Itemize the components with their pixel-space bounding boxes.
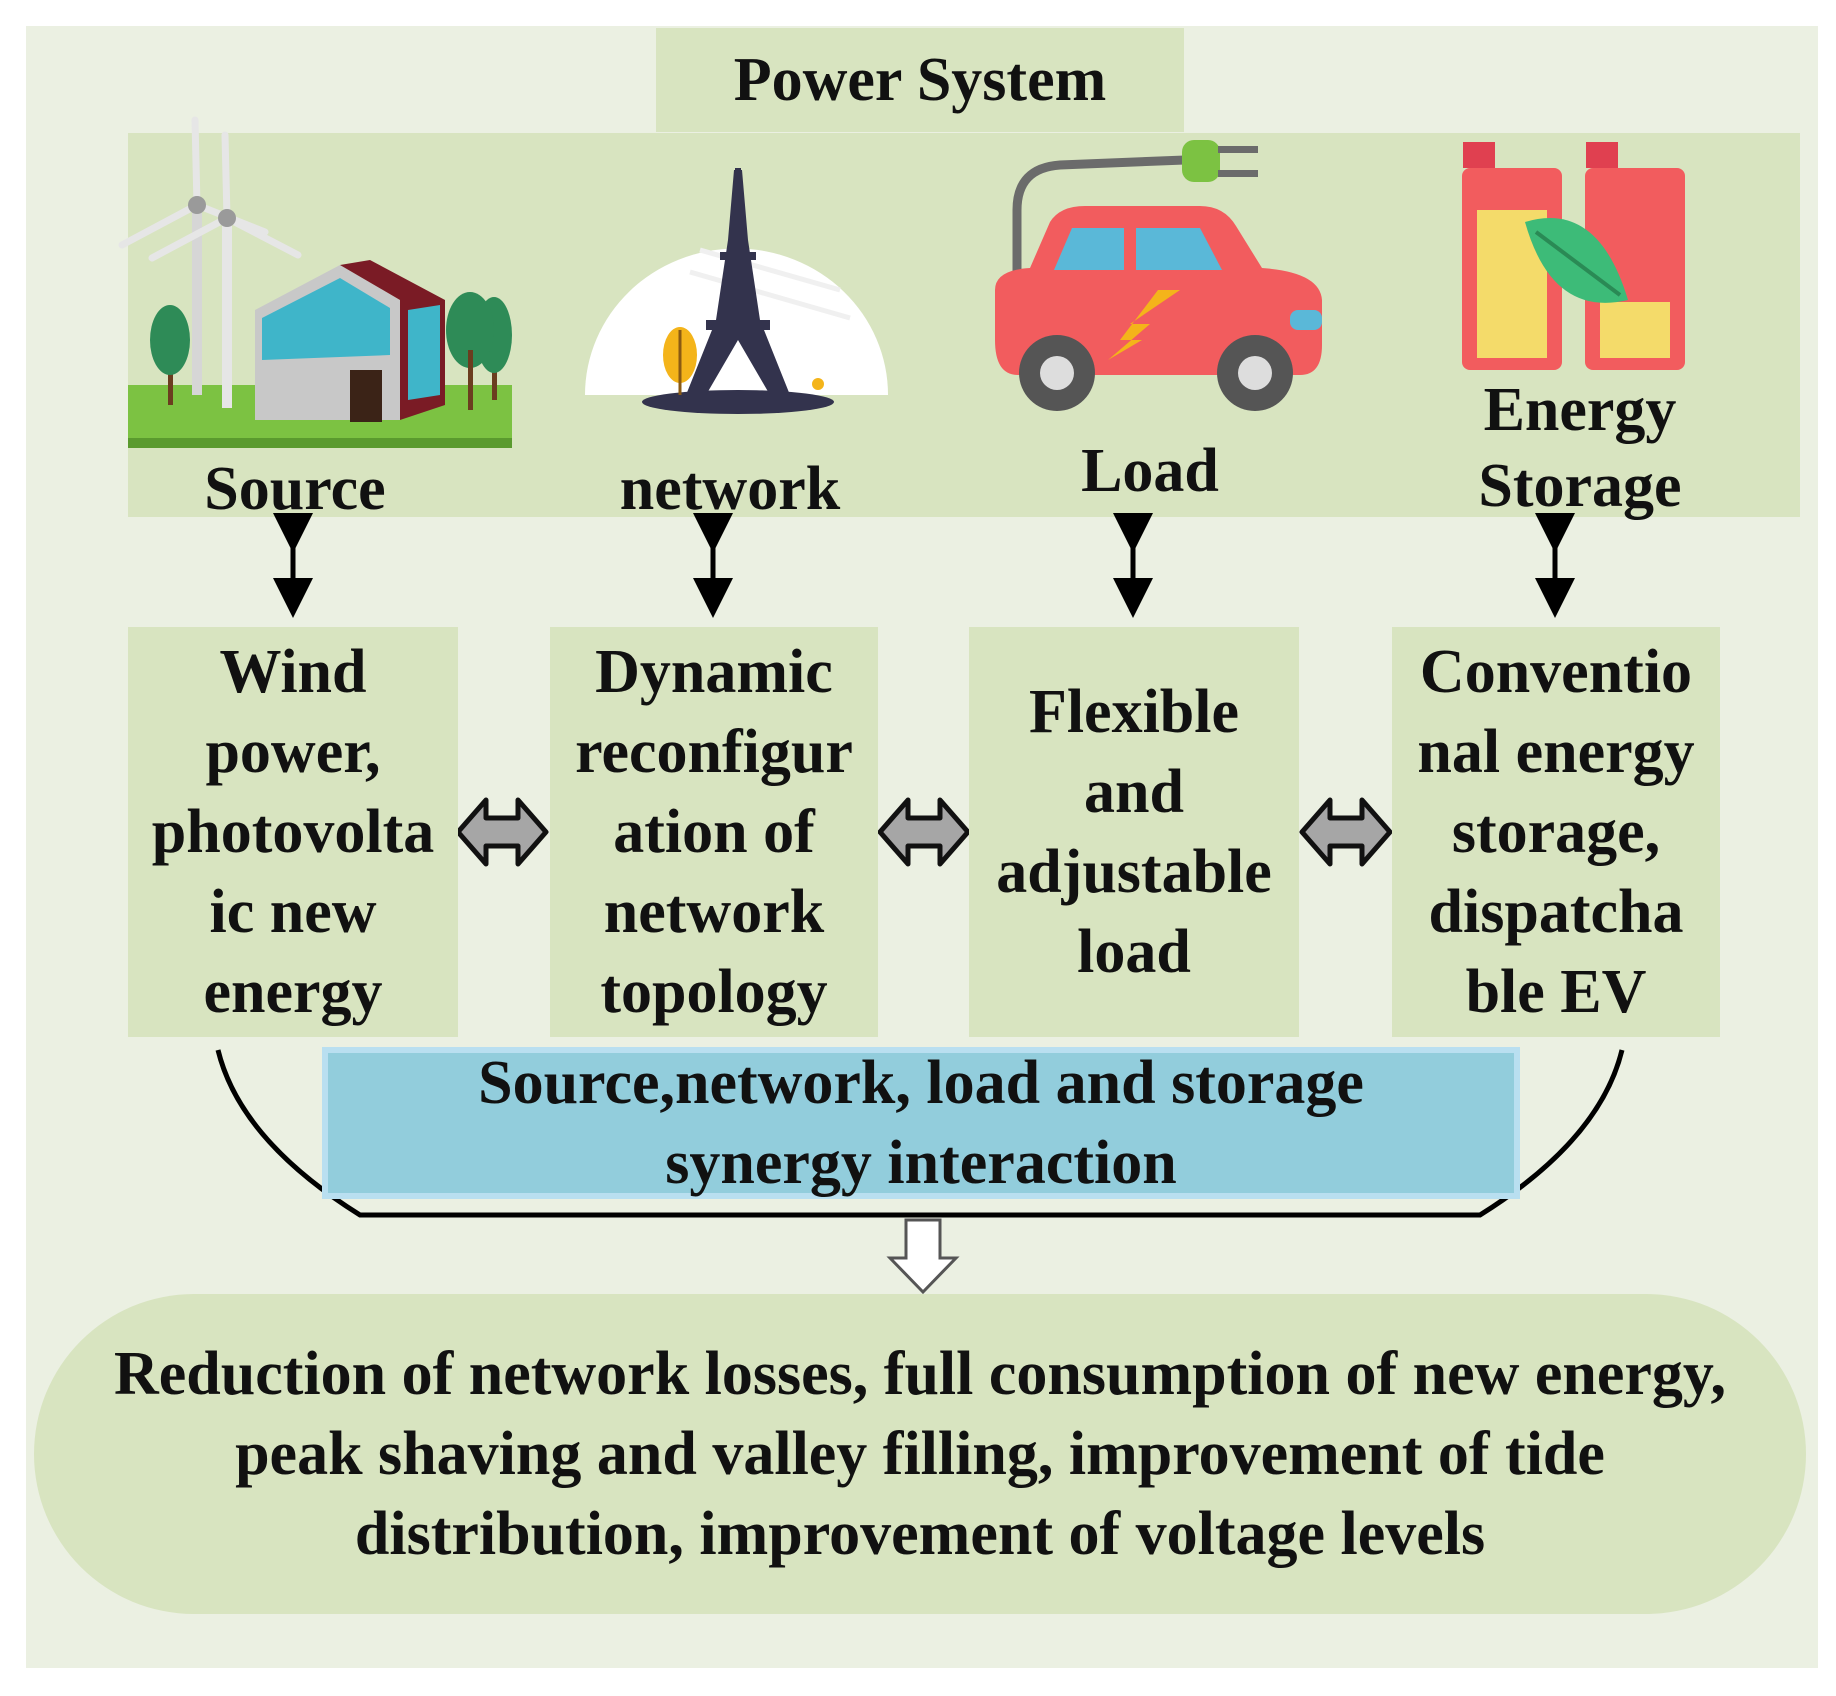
detail-line: photovolta xyxy=(151,798,435,866)
detail-line: network xyxy=(603,878,825,946)
battery-leaf-icon xyxy=(1462,142,1685,370)
detail-line: load xyxy=(1077,918,1191,986)
electric-car-icon xyxy=(995,140,1322,411)
synergy-box: Source,network, load and storage synergy… xyxy=(322,1047,1520,1199)
outcome-line: distribution, improvement of voltage lev… xyxy=(354,1500,1486,1568)
detail-line: storage, xyxy=(1451,798,1661,866)
diagram-title: Power System xyxy=(656,28,1184,132)
outcome-line: peak shaving and valley filling, improve… xyxy=(235,1420,1605,1488)
component-label-storage: Energy Storage xyxy=(1420,372,1740,524)
detail-box-network: Dynamic reconfigur ation of network topo… xyxy=(550,627,878,1037)
detail-line: nal energy xyxy=(1417,718,1695,786)
horizontal-arrow-source-network xyxy=(455,797,549,867)
detail-line: ble EV xyxy=(1465,958,1647,1026)
detail-line: ic new xyxy=(209,878,377,946)
component-label-network-text: network xyxy=(619,455,841,523)
component-label-storage-line: Energy xyxy=(1483,376,1677,444)
down-arrow xyxy=(886,1218,960,1295)
detail-line: dispatcha xyxy=(1428,878,1684,946)
detail-line: Wind xyxy=(219,638,367,706)
detail-box-storage: Conventio nal energy storage, dispatcha … xyxy=(1392,627,1720,1037)
component-label-source-text: Source xyxy=(204,455,386,523)
component-label-load: Load xyxy=(1000,434,1300,508)
detail-line: and xyxy=(1084,758,1184,826)
bracket-curve xyxy=(215,1049,1625,1218)
detail-line: energy xyxy=(203,958,383,1026)
detail-line: Flexible xyxy=(1028,678,1240,746)
component-label-source: Source xyxy=(140,452,450,526)
outcome-box: Reduction of network losses, full consum… xyxy=(34,1294,1806,1614)
horizontal-arrow-network-load xyxy=(877,797,971,867)
synergy-line: synergy interaction xyxy=(665,1129,1177,1197)
detail-line: topology xyxy=(600,958,828,1026)
eiffel-tower-icon xyxy=(585,168,888,414)
synergy-line: Source,network, load and storage xyxy=(478,1049,1364,1117)
component-label-network: network xyxy=(580,452,880,526)
horizontal-arrow-load-storage xyxy=(1299,797,1393,867)
detail-line: adjustable xyxy=(996,838,1272,906)
detail-line: Dynamic xyxy=(595,638,833,706)
diagram-title-text: Power System xyxy=(733,45,1107,114)
detail-box-load: Flexible and adjustable load xyxy=(969,627,1299,1037)
component-label-storage-line: Storage xyxy=(1478,452,1682,520)
detail-box-source: Wind power, photovolta ic new energy xyxy=(128,627,458,1037)
house-wind-turbine-icon xyxy=(118,116,512,448)
detail-line: ation of xyxy=(613,798,815,866)
detail-line: reconfigur xyxy=(575,718,853,786)
component-label-load-text: Load xyxy=(1081,437,1219,505)
detail-line: power, xyxy=(205,718,381,786)
detail-line: Conventio xyxy=(1419,638,1693,706)
outcome-line: Reduction of network losses, full consum… xyxy=(113,1340,1727,1408)
